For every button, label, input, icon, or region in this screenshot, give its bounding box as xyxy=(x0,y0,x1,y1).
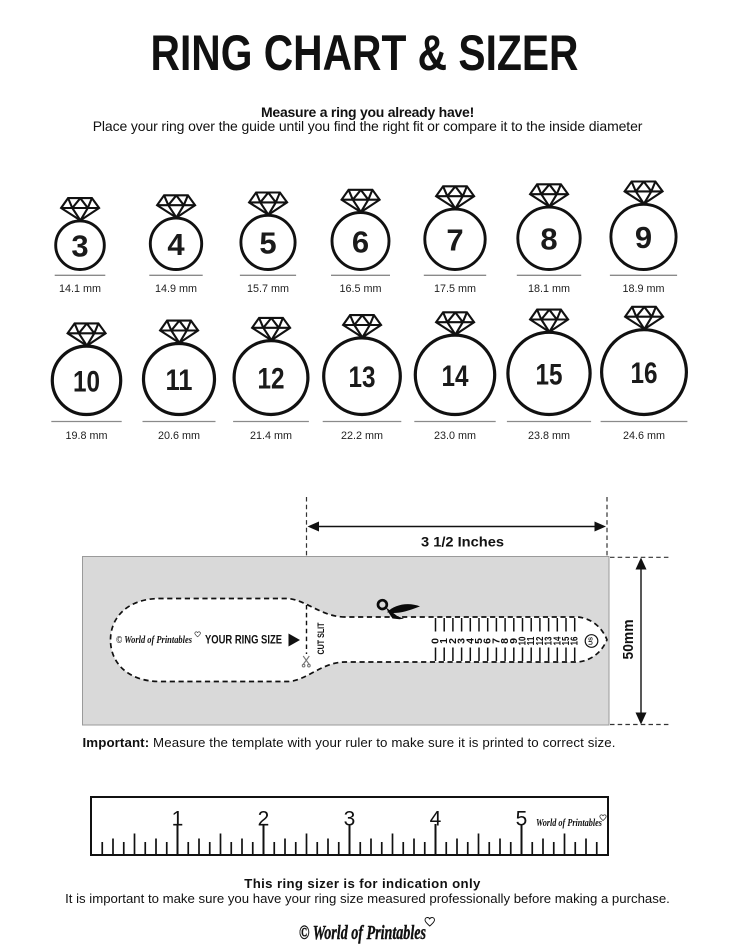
svg-text:19.8 mm: 19.8 mm xyxy=(66,430,108,442)
svg-text:16: 16 xyxy=(569,636,581,645)
svg-text:8: 8 xyxy=(499,638,511,644)
svg-text:17.5 mm: 17.5 mm xyxy=(434,283,476,295)
svg-text:50mm: 50mm xyxy=(621,620,637,660)
svg-text:4: 4 xyxy=(167,227,185,262)
svg-text:8: 8 xyxy=(540,222,557,257)
svg-text:CUT SLIT: CUT SLIT xyxy=(316,622,327,654)
svg-text:1: 1 xyxy=(172,808,184,831)
svg-text:16.5 mm: 16.5 mm xyxy=(340,283,382,295)
svg-text:14.1 mm: 14.1 mm xyxy=(59,283,101,295)
svg-text:3: 3 xyxy=(456,638,468,644)
svg-text:18.9 mm: 18.9 mm xyxy=(623,283,665,295)
svg-text:15: 15 xyxy=(536,358,563,391)
svg-text:10: 10 xyxy=(73,365,100,398)
svg-text:14.9 mm: 14.9 mm xyxy=(155,283,197,295)
svg-text:5: 5 xyxy=(259,226,276,261)
svg-text:14: 14 xyxy=(551,636,563,645)
svg-text:6: 6 xyxy=(482,638,494,644)
svg-text:10: 10 xyxy=(517,636,529,645)
svg-text:20.6 mm: 20.6 mm xyxy=(158,430,200,442)
svg-text:US: US xyxy=(589,637,595,645)
svg-text:YOUR RING SIZE: YOUR RING SIZE xyxy=(205,635,282,647)
svg-text:3: 3 xyxy=(71,229,88,264)
svg-text:12: 12 xyxy=(258,363,285,396)
svg-text:7: 7 xyxy=(490,638,502,644)
svg-text:3 1/2 Inches: 3 1/2 Inches xyxy=(421,534,504,550)
svg-text:5: 5 xyxy=(516,808,528,831)
svg-text:0: 0 xyxy=(430,638,442,644)
svg-text:23.0 mm: 23.0 mm xyxy=(434,430,476,442)
svg-text:6: 6 xyxy=(352,224,369,259)
svg-text:14: 14 xyxy=(442,360,469,393)
svg-text:2: 2 xyxy=(258,808,270,831)
svg-text:5: 5 xyxy=(473,638,485,644)
svg-text:7: 7 xyxy=(446,223,463,258)
svg-text:13: 13 xyxy=(349,361,376,394)
svg-text:16: 16 xyxy=(631,357,658,390)
svg-text:12: 12 xyxy=(534,636,546,645)
svg-text:15.7 mm: 15.7 mm xyxy=(247,283,289,295)
svg-text:23.8 mm: 23.8 mm xyxy=(528,430,570,442)
svg-text:1: 1 xyxy=(438,638,450,644)
svg-text:2: 2 xyxy=(447,638,459,644)
svg-text:World of Printables: World of Printables xyxy=(536,818,602,829)
svg-text:15: 15 xyxy=(560,636,572,645)
svg-text:© World of Printables: © World of Printables xyxy=(299,922,426,944)
svg-text:3: 3 xyxy=(344,808,356,831)
svg-text:9: 9 xyxy=(635,220,652,255)
svg-text:13: 13 xyxy=(543,636,555,645)
svg-text:21.4 mm: 21.4 mm xyxy=(250,430,292,442)
svg-text:© World of Printables: © World of Printables xyxy=(116,635,192,646)
svg-text:22.2 mm: 22.2 mm xyxy=(341,430,383,442)
svg-text:4: 4 xyxy=(464,638,476,644)
svg-text:9: 9 xyxy=(508,638,520,644)
svg-text:11: 11 xyxy=(166,364,193,397)
svg-text:18.1 mm: 18.1 mm xyxy=(528,283,570,295)
svg-text:4: 4 xyxy=(430,808,442,831)
svg-text:11: 11 xyxy=(525,636,537,645)
svg-text:24.6 mm: 24.6 mm xyxy=(623,430,665,442)
